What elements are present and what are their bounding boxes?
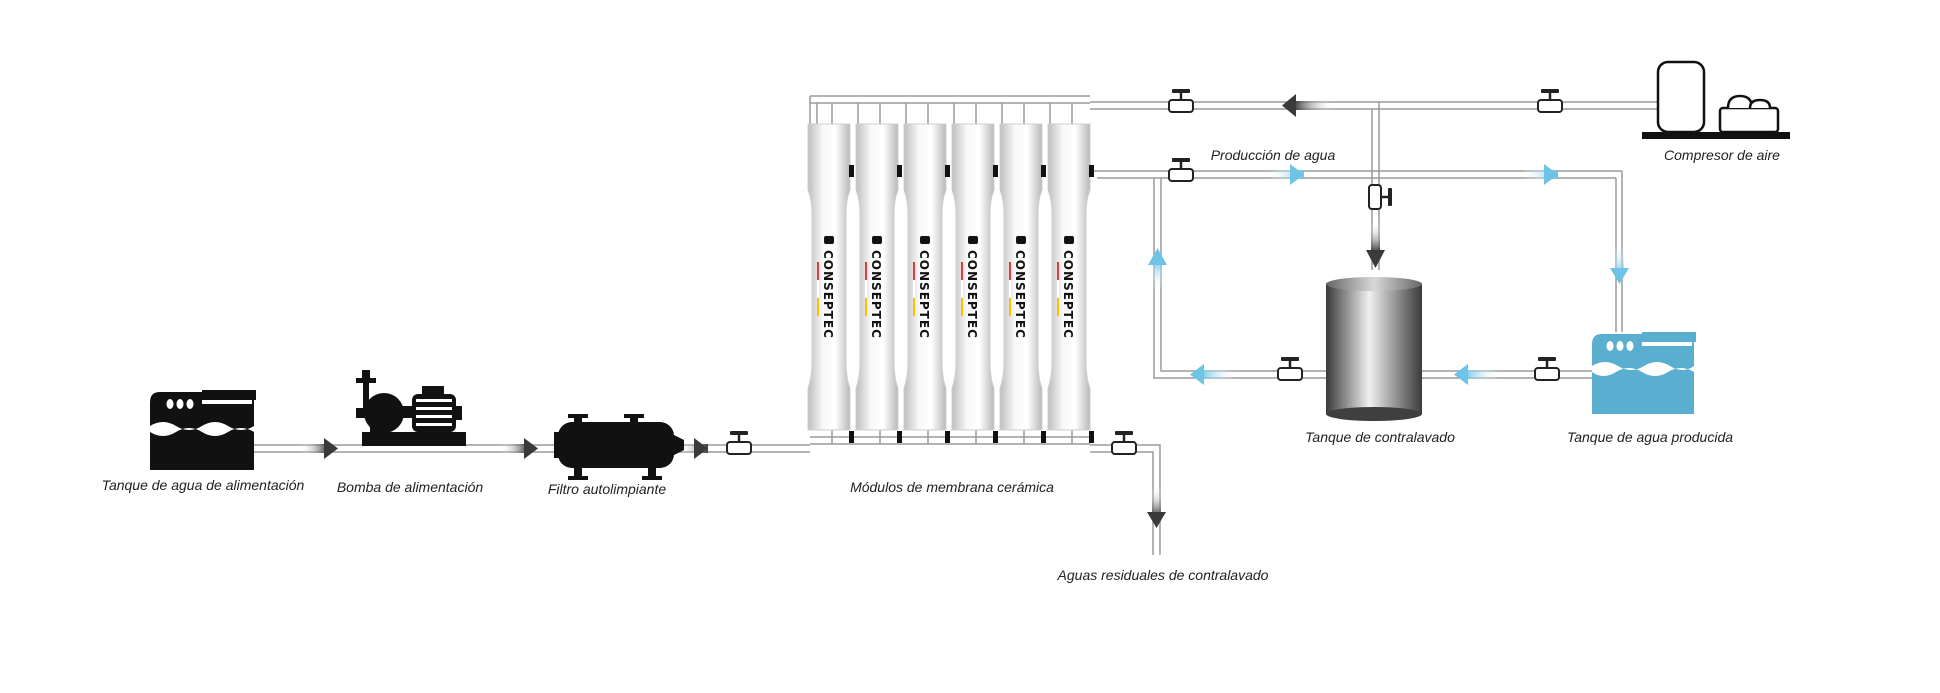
label-product-water-tank: Tanque de agua producida	[1567, 429, 1733, 445]
module-brand-label: CONSEPTEC	[1061, 250, 1075, 339]
flow-arrow-icon	[300, 438, 338, 459]
membrane-module: CONSEPTEC	[855, 123, 902, 443]
label-backwash-tank: Tanque de contralavado	[1305, 429, 1455, 445]
valve-icon[interactable]	[1110, 429, 1138, 456]
module-brand-label: CONSEPTEC	[821, 250, 835, 339]
valve-icon[interactable]	[1367, 183, 1394, 211]
brand-logo-icon	[1064, 236, 1074, 244]
water-tank-icon	[150, 390, 256, 470]
label-membrane-modules: Módulos de membrana cerámica	[850, 479, 1054, 495]
flow-arrows	[300, 94, 1629, 528]
brand-logo-icon	[968, 236, 978, 244]
label-water-production: Producción de agua	[1211, 147, 1336, 163]
brand-logo-icon	[824, 236, 834, 244]
flow-arrow-icon	[500, 438, 538, 459]
brand-logo-icon	[1016, 236, 1026, 244]
flow-arrow-icon	[1268, 164, 1304, 185]
valve-icon[interactable]	[1276, 355, 1304, 382]
valve-icon[interactable]	[1533, 355, 1561, 382]
flow-arrow-icon	[680, 438, 708, 459]
flow-arrow-icon	[1454, 364, 1500, 385]
membrane-module: CONSEPTEC	[903, 123, 950, 443]
membrane-module: CONSEPTEC	[807, 123, 854, 443]
module-brand-label: CONSEPTEC	[917, 250, 931, 339]
valves	[725, 87, 1564, 456]
filter-icon	[554, 414, 684, 480]
valve-icon[interactable]	[1536, 87, 1564, 114]
label-air-compressor: Compresor de aire	[1664, 147, 1780, 163]
brand-logo-icon	[920, 236, 930, 244]
membrane-module: CONSEPTEC	[1047, 123, 1094, 443]
valve-icon[interactable]	[1167, 156, 1195, 183]
module-brand-label: CONSEPTEC	[1013, 250, 1027, 339]
flow-arrow-icon	[1522, 164, 1558, 185]
membrane-modules: CONSEPTEC CONSEPTEC CONSEPTEC CONSEPTEC CONS…	[807, 123, 1094, 443]
label-self-cleaning-filter: Filtro autolimpiante	[548, 481, 666, 497]
module-brand-label: CONSEPTEC	[869, 250, 883, 339]
flow-arrow-icon	[1282, 94, 1334, 117]
flow-arrow-icon	[1190, 364, 1236, 385]
flow-arrow-icon	[1610, 245, 1629, 284]
backwash-tank	[1326, 277, 1422, 421]
label-backwash-wastewater: Aguas residuales de contralavado	[1057, 567, 1269, 583]
brand-logo-icon	[872, 236, 882, 244]
valve-icon[interactable]	[1167, 87, 1195, 114]
membrane-module: CONSEPTEC	[999, 123, 1046, 443]
flow-arrow-icon	[1148, 248, 1167, 290]
label-feed-pump: Bomba de alimentación	[337, 479, 484, 495]
membrane-module: CONSEPTEC	[951, 123, 998, 443]
flow-arrow-icon	[1147, 487, 1166, 528]
pump-icon	[356, 370, 466, 446]
valve-icon[interactable]	[725, 429, 753, 456]
water-tank-icon	[1592, 332, 1696, 414]
label-feed-tank: Tanque de agua de alimentación	[102, 477, 305, 493]
compressor-icon	[1642, 60, 1790, 139]
module-brand-label: CONSEPTEC	[965, 250, 979, 339]
flow-arrow-icon	[1366, 222, 1385, 268]
